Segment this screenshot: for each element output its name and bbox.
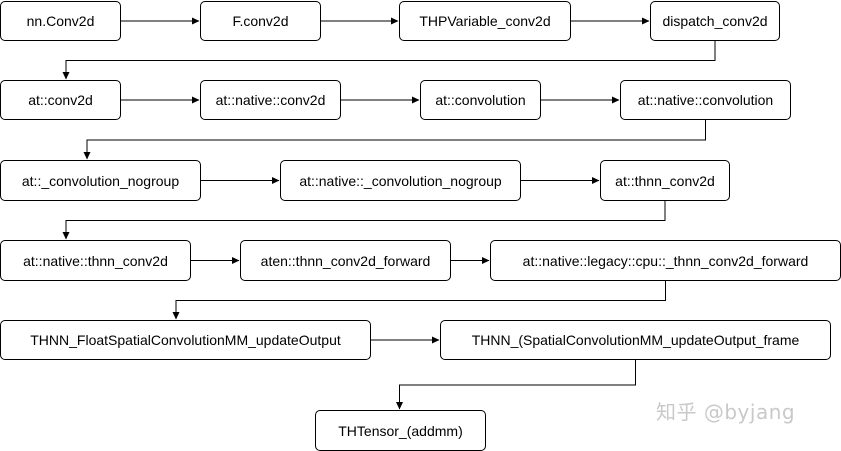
- edge-n08-to-n09: [83, 120, 706, 160]
- node-f-conv2d: F.conv2d: [200, 1, 321, 41]
- edge-n14-to-n15: [172, 281, 666, 320]
- edge-n04-to-n05: [62, 41, 716, 80]
- edge-n16-to-n17: [396, 360, 636, 410]
- node-thnn-spatialconvolutionmm-updateoutput-frame: THNN_(SpatialConvolutionMM_updateOutput_…: [440, 320, 831, 360]
- node-at-convolution: at::convolution: [420, 80, 541, 120]
- node-at-native-thnn-conv2d: at::native::thnn_conv2d: [0, 240, 191, 281]
- node-nn-conv2d: nn.Conv2d: [0, 1, 121, 41]
- watermark: 知乎 @byjang: [656, 400, 796, 424]
- node-at-thnn-conv2d: at::thnn_conv2d: [600, 160, 730, 201]
- node-at-native-convolution: at::native::convolution: [620, 80, 791, 120]
- node-thpvariable-conv2d: THPVariable_conv2d: [399, 1, 571, 41]
- node-thnn-float-spatialconvolutionmm-updateoutput: THNN_FloatSpatialConvolutionMM_updateOut…: [0, 320, 371, 360]
- node-thtensor-addmm: THTensor_(addmm): [315, 410, 486, 451]
- node-at-native-convolution-nogroup: at::native::_convolution_nogroup: [280, 160, 521, 201]
- node-legacy-cpu-thnn-conv2d-forward: at::native::legacy::cpu::_thnn_conv2d_fo…: [490, 240, 841, 281]
- node-dispatch-conv2d: dispatch_conv2d: [650, 1, 780, 41]
- node-at-convolution-nogroup: at::_convolution_nogroup: [0, 160, 201, 201]
- node-at-native-conv2d: at::native::conv2d: [200, 80, 341, 120]
- edge-n11-to-n12: [62, 201, 666, 240]
- node-aten-thnn-conv2d-forward: aten::thnn_conv2d_forward: [240, 240, 451, 281]
- node-at-conv2d: at::conv2d: [0, 80, 121, 120]
